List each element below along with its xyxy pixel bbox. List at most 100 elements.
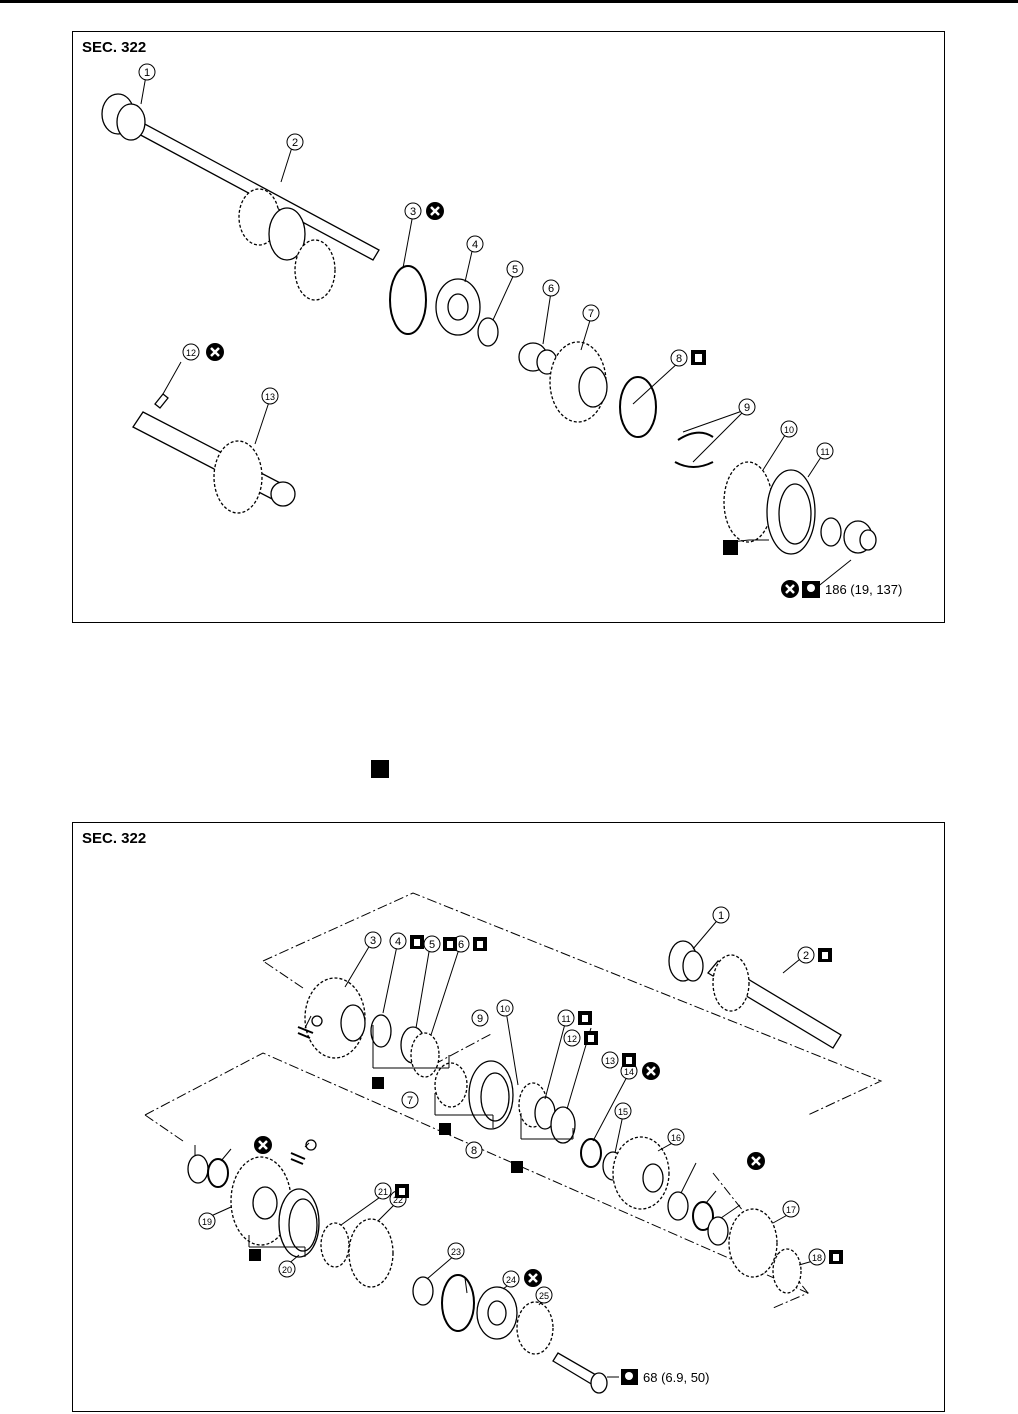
gear-17 [728,1208,778,1278]
grease-icon [829,1250,843,1264]
exploded-diagram-1: 1 2 3 4 5 6 7 8 9 10 11 12 13 186 (19, 1… [101,63,902,598]
callouts-1: 1 2 3 4 5 6 7 8 9 10 11 12 13 [138,63,834,460]
replace-icon [747,1152,765,1170]
svg-text:13: 13 [605,1056,615,1066]
svg-text:17: 17 [786,1205,796,1215]
callout-1: 1 [138,63,156,81]
callout-13: 13 [261,387,279,405]
callout-6: 6 [542,279,560,297]
svg-text:22: 22 [393,1195,403,1205]
baulk-ring-8 [619,376,657,438]
grease-icon [395,1184,409,1198]
svg-text:3: 3 [370,935,376,947]
callout-20: 20 [278,1260,296,1278]
callout-15: 15 [614,1102,632,1120]
svg-text:10: 10 [784,425,794,435]
callout-11: 11 [557,1009,575,1027]
grease-icon [443,937,457,951]
callouts-2: 1 2 3 4 5 6 7 8 9 10 11 12 13 14 15 16 1… [198,906,826,1304]
washer-15b [667,1191,689,1221]
selective-part-square-icon [249,1249,261,1261]
exploded-view-panel-1: SEC. 322 [72,31,945,623]
svg-text:11: 11 [561,1014,570,1024]
callout-9: 9 [738,398,756,416]
callout-2: 2 [797,946,815,964]
gear-25 [516,1301,554,1355]
callout-10: 10 [496,999,514,1017]
hub-7 [434,1062,468,1108]
svg-text:6: 6 [548,283,554,295]
callout-8: 8 [465,1141,483,1159]
exploded-view-panel-2: SEC. 322 [72,822,945,1412]
page-top-rule [0,0,1018,3]
pin-12 [154,393,169,409]
washer-15c [707,1216,729,1246]
selective-part-square-icon [439,1123,451,1135]
callout-12: 12 [563,1029,581,1047]
callout-21: 21 [374,1182,392,1200]
replace-icon [781,580,799,598]
svg-text:2: 2 [803,950,809,962]
ring-13 [550,1106,576,1144]
section-label: SEC. 322 [82,830,147,847]
svg-text:18: 18 [812,1253,822,1263]
callout-1: 1 [712,906,730,924]
replace-icon [254,1136,272,1154]
snap-ring-14 [580,1138,602,1168]
replace-icon [642,1062,660,1080]
svg-text:2: 2 [292,137,298,149]
svg-text:6: 6 [458,939,464,951]
svg-text:3: 3 [410,206,416,218]
snap-ring-14b [692,1201,714,1231]
callout-23: 23 [447,1242,465,1260]
grease-icon [691,350,706,365]
svg-text:12: 12 [186,348,196,358]
svg-text:23: 23 [451,1247,461,1257]
selective-part-square-icon [723,540,738,555]
callout-25: 25 [535,1286,553,1304]
svg-text:5: 5 [512,264,518,276]
svg-text:20: 20 [282,1265,292,1275]
svg-text:24: 24 [506,1275,516,1285]
svg-text:9: 9 [744,402,750,414]
ring-18 [772,1248,802,1294]
svg-text:4: 4 [472,239,478,251]
replace-icon [426,202,444,220]
callout-10: 10 [780,420,798,438]
grease-icon [578,1011,592,1025]
grease-icon [584,1031,598,1045]
ball-10 [311,1015,323,1027]
callout-18: 18 [808,1248,826,1266]
callout-11: 11 [816,442,834,460]
ring-21 [320,1222,350,1268]
shaft-13 [132,411,289,503]
svg-text:5: 5 [429,939,435,951]
ring-6 [410,1032,440,1078]
svg-text:1: 1 [144,67,150,79]
svg-text:21: 21 [378,1187,388,1197]
washer-15d [187,1154,209,1184]
callout-5: 5 [506,260,524,278]
svg-text:14: 14 [624,1067,634,1077]
callout-3: 3 [404,202,422,220]
spring-9b [290,1152,306,1165]
callout-7: 7 [401,1091,419,1109]
section-label: SEC. 322 [82,39,147,56]
gear-22 [348,1218,394,1288]
torque-spec-2: 68 (6.9, 50) [643,1370,710,1385]
callout-5: 5 [423,935,441,953]
grease-icon [622,1053,636,1067]
svg-text:11: 11 [820,447,829,457]
svg-text:7: 7 [588,308,594,320]
replace-icon [524,1269,542,1287]
callout-16: 16 [667,1128,685,1146]
torque-spec-1: 186 (19, 137) [825,582,902,597]
svg-text:4: 4 [395,936,401,948]
svg-text:16: 16 [671,1133,681,1143]
grease-icon [818,948,832,962]
callout-13: 13 [601,1051,619,1069]
svg-text:10: 10 [500,1004,510,1014]
svg-text:8: 8 [471,1145,477,1157]
svg-text:9: 9 [477,1013,483,1025]
part-5 [477,317,499,347]
